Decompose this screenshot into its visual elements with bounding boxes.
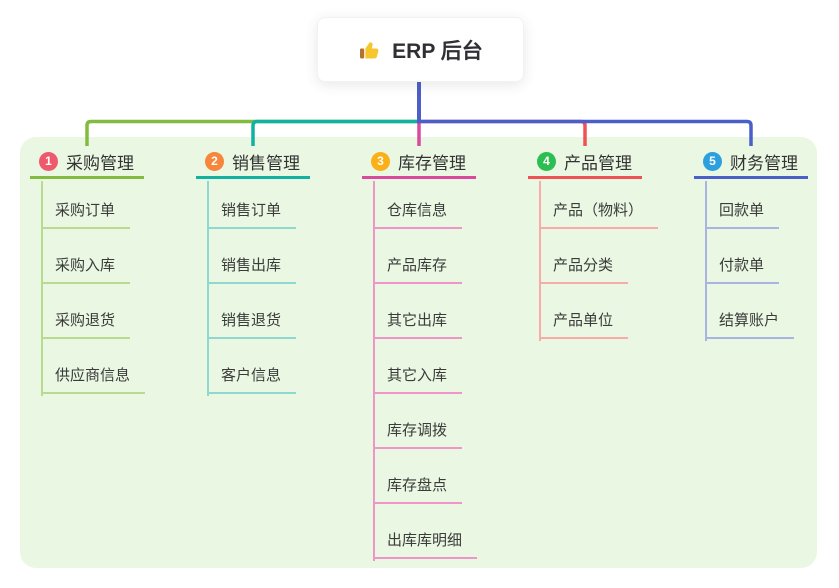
child-node[interactable]: 销售订单	[208, 200, 297, 229]
branch-number-badge: 4	[537, 151, 556, 171]
child-label: 回款单	[706, 200, 780, 229]
child-label: 其它入库	[374, 365, 463, 394]
child-node[interactable]: 销售退货	[208, 310, 297, 339]
branch-number-badge: 3	[371, 151, 390, 171]
child-label: 出库库明细	[374, 530, 478, 559]
child-label: 产品库存	[374, 255, 463, 284]
branch-node-1[interactable]: 1 采购管理	[30, 146, 144, 179]
child-label: 库存盘点	[374, 475, 463, 504]
child-label: 采购订单	[42, 200, 131, 229]
branch-node-2[interactable]: 2 销售管理	[196, 146, 310, 179]
branch-label: 库存管理	[398, 153, 466, 173]
child-node[interactable]: 仓库信息	[374, 200, 463, 229]
branch-number-badge: 2	[205, 151, 224, 171]
child-label: 销售订单	[208, 200, 297, 229]
branch-children-line	[207, 181, 209, 396]
branch-label: 销售管理	[232, 153, 300, 173]
child-label: 库存调拨	[374, 420, 463, 449]
branch-number-badge: 1	[39, 151, 58, 171]
branch-children-line	[539, 181, 541, 341]
child-node[interactable]: 其它入库	[374, 365, 463, 394]
child-node[interactable]: 回款单	[706, 200, 780, 229]
child-node[interactable]: 销售出库	[208, 255, 297, 284]
branch-label: 财务管理	[730, 153, 798, 173]
child-label: 其它出库	[374, 310, 463, 339]
child-node[interactable]: 库存盘点	[374, 475, 463, 504]
branch-node-4[interactable]: 4 产品管理	[528, 146, 642, 179]
branches-panel	[20, 137, 817, 568]
child-node[interactable]: 采购入库	[42, 255, 131, 284]
root-node[interactable]: ERP 后台	[317, 17, 524, 82]
child-node[interactable]: 采购退货	[42, 310, 131, 339]
child-node[interactable]: 产品库存	[374, 255, 463, 284]
child-label: 仓库信息	[374, 200, 463, 229]
child-label: 付款单	[706, 255, 780, 284]
child-node[interactable]: 采购订单	[42, 200, 131, 229]
branch-children-line	[41, 181, 43, 396]
child-node[interactable]: 产品单位	[540, 310, 629, 339]
child-node[interactable]: 结算账户	[706, 310, 795, 339]
child-node[interactable]: 出库库明细	[374, 530, 478, 559]
branch-label: 产品管理	[564, 153, 632, 173]
branch-number-badge: 5	[703, 151, 722, 171]
branch-node-5[interactable]: 5 财务管理	[694, 146, 808, 179]
branch-children-line	[373, 181, 375, 561]
child-label: 客户信息	[208, 365, 297, 394]
child-node[interactable]: 付款单	[706, 255, 780, 284]
thumbs-up-icon	[358, 38, 382, 62]
child-node[interactable]: 客户信息	[208, 365, 297, 394]
child-label: 产品单位	[540, 310, 629, 339]
child-label: 销售出库	[208, 255, 297, 284]
child-node[interactable]: 库存调拨	[374, 420, 463, 449]
child-node[interactable]: 其它出库	[374, 310, 463, 339]
child-node[interactable]: 供应商信息	[42, 365, 146, 394]
child-label: 产品分类	[540, 255, 629, 284]
root-title: ERP 后台	[392, 39, 483, 63]
child-label: 采购退货	[42, 310, 131, 339]
branch-children-line	[705, 181, 707, 341]
child-label: 结算账户	[706, 310, 795, 339]
child-label: 销售退货	[208, 310, 297, 339]
branch-label: 采购管理	[66, 153, 134, 173]
child-node[interactable]: 产品分类	[540, 255, 629, 284]
child-label: 产品（物料）	[540, 200, 659, 229]
child-label: 采购入库	[42, 255, 131, 284]
child-label: 供应商信息	[42, 365, 146, 394]
child-node[interactable]: 产品（物料）	[540, 200, 659, 229]
branch-node-3[interactable]: 3 库存管理	[362, 146, 476, 179]
